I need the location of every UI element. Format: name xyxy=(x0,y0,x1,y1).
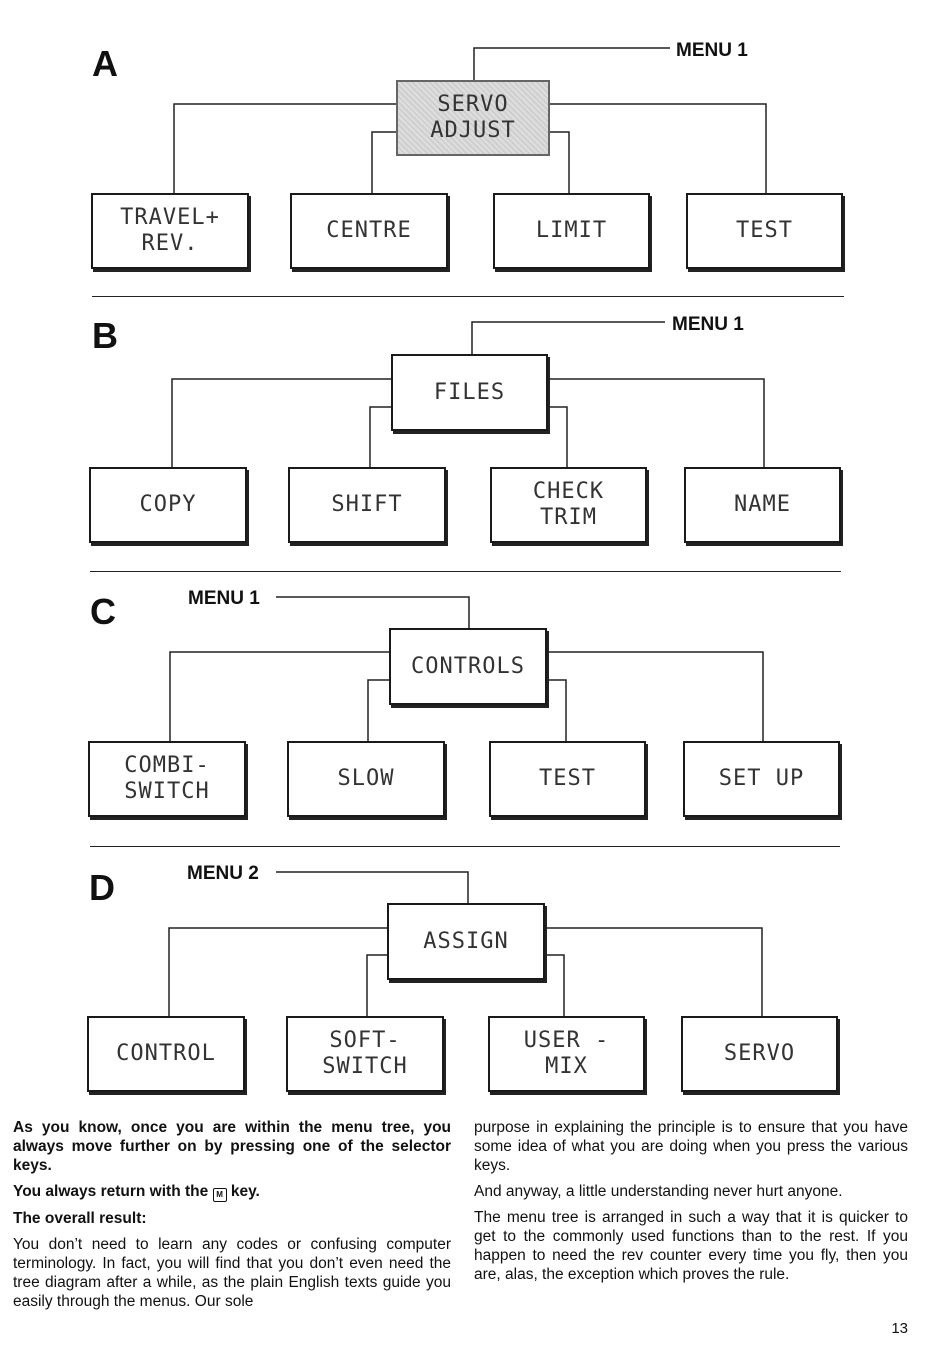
menu-label-a: MENU 1 xyxy=(676,40,748,61)
menu-node-servo-adjust: SERVO ADJUST xyxy=(396,80,550,156)
connector-d-2 xyxy=(366,954,388,1026)
connector-b-4 xyxy=(548,378,765,476)
page-number: 13 xyxy=(891,1320,908,1337)
connector-b-2 xyxy=(369,406,393,476)
section-letter-c: C xyxy=(90,591,116,632)
connector-a-4 xyxy=(550,103,767,200)
menu-node-combi-switch: COMBI- SWITCH xyxy=(88,741,246,817)
menu-node-centre: CENTRE xyxy=(290,193,448,269)
return-key-text-before: You always return with the xyxy=(13,1183,209,1200)
section-divider xyxy=(90,571,841,572)
menu-label-b: MENU 1 xyxy=(672,314,744,335)
body-paragraph: purpose in explaining the principle is t… xyxy=(474,1119,908,1174)
intro-paragraph: As you know, once you are within the men… xyxy=(13,1119,451,1174)
result-heading: The overall result: xyxy=(13,1210,147,1227)
menu-node-travel-rev: TRAVEL+ REV. xyxy=(91,193,249,269)
connector-c-2 xyxy=(367,679,390,750)
body-paragraph: And anyway, a little understanding never… xyxy=(474,1183,843,1200)
connector-c-4 xyxy=(547,651,764,750)
section-letter-a: A xyxy=(92,43,118,84)
connector-b-3 xyxy=(548,406,568,476)
connector-c-3 xyxy=(547,679,567,750)
section-letter-b: B xyxy=(92,315,118,356)
menu-label-d: MENU 2 xyxy=(187,863,259,884)
connector-c-1 xyxy=(169,651,390,750)
menu-label-c: MENU 1 xyxy=(188,588,260,609)
menu-node-slow: SLOW xyxy=(287,741,445,817)
connector-a-1 xyxy=(173,103,398,200)
menu-node-control: CONTROL xyxy=(87,1016,245,1092)
return-key-text-after: key. xyxy=(230,1183,260,1200)
text-column-right: purpose in explaining the principle is t… xyxy=(474,1118,908,1291)
menu-node-test: TEST xyxy=(489,741,646,817)
connector-d-3 xyxy=(545,954,565,1026)
body-paragraph: You don’t need to learn any codes or con… xyxy=(13,1236,451,1310)
menu-node-servo: SERVO xyxy=(681,1016,838,1092)
menu-node-test: TEST xyxy=(686,193,843,269)
connector-b-1 xyxy=(171,378,393,476)
menu-node-user-mix: USER - MIX xyxy=(488,1016,645,1092)
menu-node-copy: COPY xyxy=(89,467,247,543)
menu-node-name: NAME xyxy=(684,467,841,543)
body-paragraph: The menu tree is arranged in such a way … xyxy=(474,1209,908,1283)
menu-node-soft-switch: SOFT- SWITCH xyxy=(286,1016,444,1092)
connector-d-1 xyxy=(168,927,388,1026)
connector-a-3 xyxy=(550,131,570,200)
menu-node-set-up: SET UP xyxy=(683,741,840,817)
menu-node-assign: ASSIGN xyxy=(387,903,545,980)
connector-a-2 xyxy=(371,131,398,200)
connector-d-4 xyxy=(545,927,763,1026)
section-divider xyxy=(92,296,844,297)
section-letter-d: D xyxy=(89,867,115,908)
return-key-paragraph: You always return with the M key. xyxy=(13,1182,451,1202)
menu-node-check-trim: CHECK TRIM xyxy=(490,467,647,543)
menu-node-files: FILES xyxy=(391,354,548,431)
menu-node-shift: SHIFT xyxy=(288,467,446,543)
menu-node-controls: CONTROLS xyxy=(389,628,547,705)
section-divider xyxy=(90,846,840,847)
m-key-icon: M xyxy=(212,1188,227,1202)
menu-node-limit: LIMIT xyxy=(493,193,650,269)
text-column-left: As you know, once you are within the men… xyxy=(13,1118,451,1318)
